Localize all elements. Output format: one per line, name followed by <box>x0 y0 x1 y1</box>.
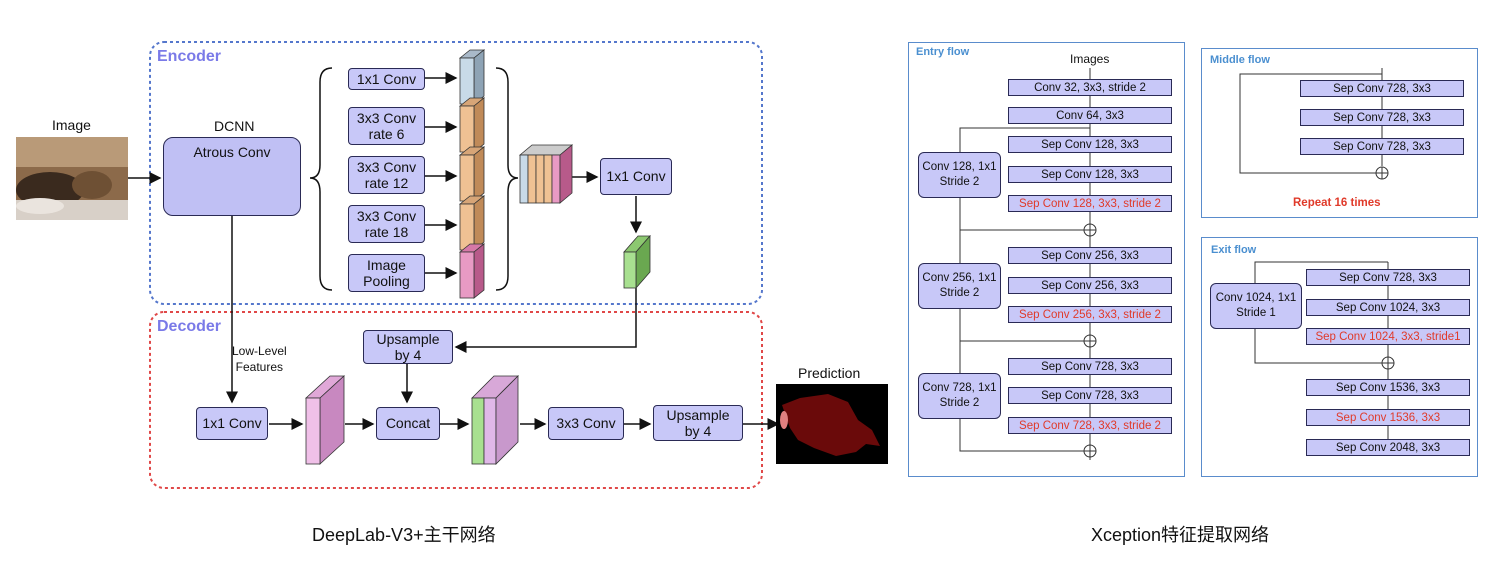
entry-sep256-a: Sep Conv 256, 3x3 <box>1008 247 1172 264</box>
dcnn-label: DCNN <box>214 118 255 134</box>
decoder-frame <box>149 311 763 489</box>
encoder-output-map <box>623 234 651 290</box>
entry-sep256-stride: Sep Conv 256, 3x3, stride 2 <box>1008 306 1172 323</box>
image-label: Image <box>52 117 91 133</box>
entry-conv32: Conv 32, 3x3, stride 2 <box>1008 79 1172 96</box>
low-level-features-label: Low-Level Features <box>232 344 287 374</box>
entry-flow-title: Entry flow <box>916 46 970 58</box>
entry-skip-conv256: Conv 256, 1x1 Stride 2 <box>918 263 1001 309</box>
exit-sep1536-a: Sep Conv 1536, 3x3 <box>1306 379 1470 396</box>
concat-box: Concat <box>376 407 440 440</box>
exit-sep728: Sep Conv 728, 3x3 <box>1306 269 1470 286</box>
encoder-1x1-conv: 1x1 Conv <box>600 158 672 195</box>
middle-sep728-a: Sep Conv 728, 3x3 <box>1300 80 1464 97</box>
entry-conv64: Conv 64, 3x3 <box>1008 107 1172 124</box>
entry-sep128-a: Sep Conv 128, 3x3 <box>1008 136 1172 153</box>
exit-sep2048: Sep Conv 2048, 3x3 <box>1306 439 1470 456</box>
decoder-title: Decoder <box>157 318 222 335</box>
decoder-1x1-conv: 1x1 Conv <box>196 407 268 440</box>
entry-sep728-stride: Sep Conv 728, 3x3, stride 2 <box>1008 417 1172 434</box>
entry-sep728-a: Sep Conv 728, 3x3 <box>1008 358 1172 375</box>
entry-sep128-stride: Sep Conv 128, 3x3, stride 2 <box>1008 195 1172 212</box>
xception-caption: Xception特征提取网络 <box>1091 525 1270 545</box>
exit-sep1536-b: Sep Conv 1536, 3x3 <box>1306 409 1470 426</box>
dcnn-atrous-block: Atrous Conv <box>163 137 301 216</box>
prediction-image <box>776 384 888 464</box>
encoder-title: Encoder <box>157 48 222 65</box>
prediction-label: Prediction <box>798 365 861 381</box>
middle-sep728-c: Sep Conv 728, 3x3 <box>1300 138 1464 155</box>
middle-flow-panel <box>1201 48 1478 218</box>
concat-map-decoder <box>471 375 519 465</box>
branch-1x1-conv: 1x1 Conv <box>348 68 425 90</box>
decoder-3x3-conv: 3x3 Conv <box>548 407 624 440</box>
deeplab-caption: DeepLab-V3+主干网络 <box>312 525 496 545</box>
branch-feature-maps <box>458 49 486 299</box>
exit-sep1024-stride: Sep Conv 1024, 3x3, stride1 <box>1306 328 1470 345</box>
exit-sep1024: Sep Conv 1024, 3x3 <box>1306 299 1470 316</box>
branch-rate6: 3x3 Conv rate 6 <box>348 107 425 145</box>
upsample-by4-top: Upsample by 4 <box>363 330 453 364</box>
middle-sep728-b: Sep Conv 728, 3x3 <box>1300 109 1464 126</box>
images-label: Images <box>1070 52 1110 66</box>
branch-rate18: 3x3 Conv rate 18 <box>348 205 425 243</box>
branch-image-pooling: Image Pooling <box>348 254 425 292</box>
entry-skip-conv728: Conv 728, 1x1 Stride 2 <box>918 373 1001 419</box>
entry-flow-panel <box>908 42 1185 477</box>
left-brace <box>309 67 333 291</box>
exit-flow-title: Exit flow <box>1211 244 1257 256</box>
concat-stack-encoder <box>518 144 574 204</box>
repeat-label: Repeat 16 times <box>1293 197 1381 209</box>
input-image <box>16 137 128 220</box>
entry-sep256-b: Sep Conv 256, 3x3 <box>1008 277 1172 294</box>
exit-flow-panel <box>1201 237 1478 477</box>
atrous-conv-label: Atrous Conv <box>193 144 271 160</box>
right-brace <box>495 67 519 291</box>
branch-rate12: 3x3 Conv rate 12 <box>348 156 425 194</box>
entry-sep728-b: Sep Conv 728, 3x3 <box>1008 387 1172 404</box>
low-level-map <box>304 375 346 465</box>
entry-sep128-b: Sep Conv 128, 3x3 <box>1008 166 1172 183</box>
middle-flow-title: Middle flow <box>1210 54 1270 66</box>
exit-skip-conv1024: Conv 1024, 1x1 Stride 1 <box>1210 283 1302 329</box>
upsample-by4-bottom: Upsample by 4 <box>653 405 743 441</box>
entry-skip-conv128: Conv 128, 1x1 Stride 2 <box>918 152 1001 198</box>
